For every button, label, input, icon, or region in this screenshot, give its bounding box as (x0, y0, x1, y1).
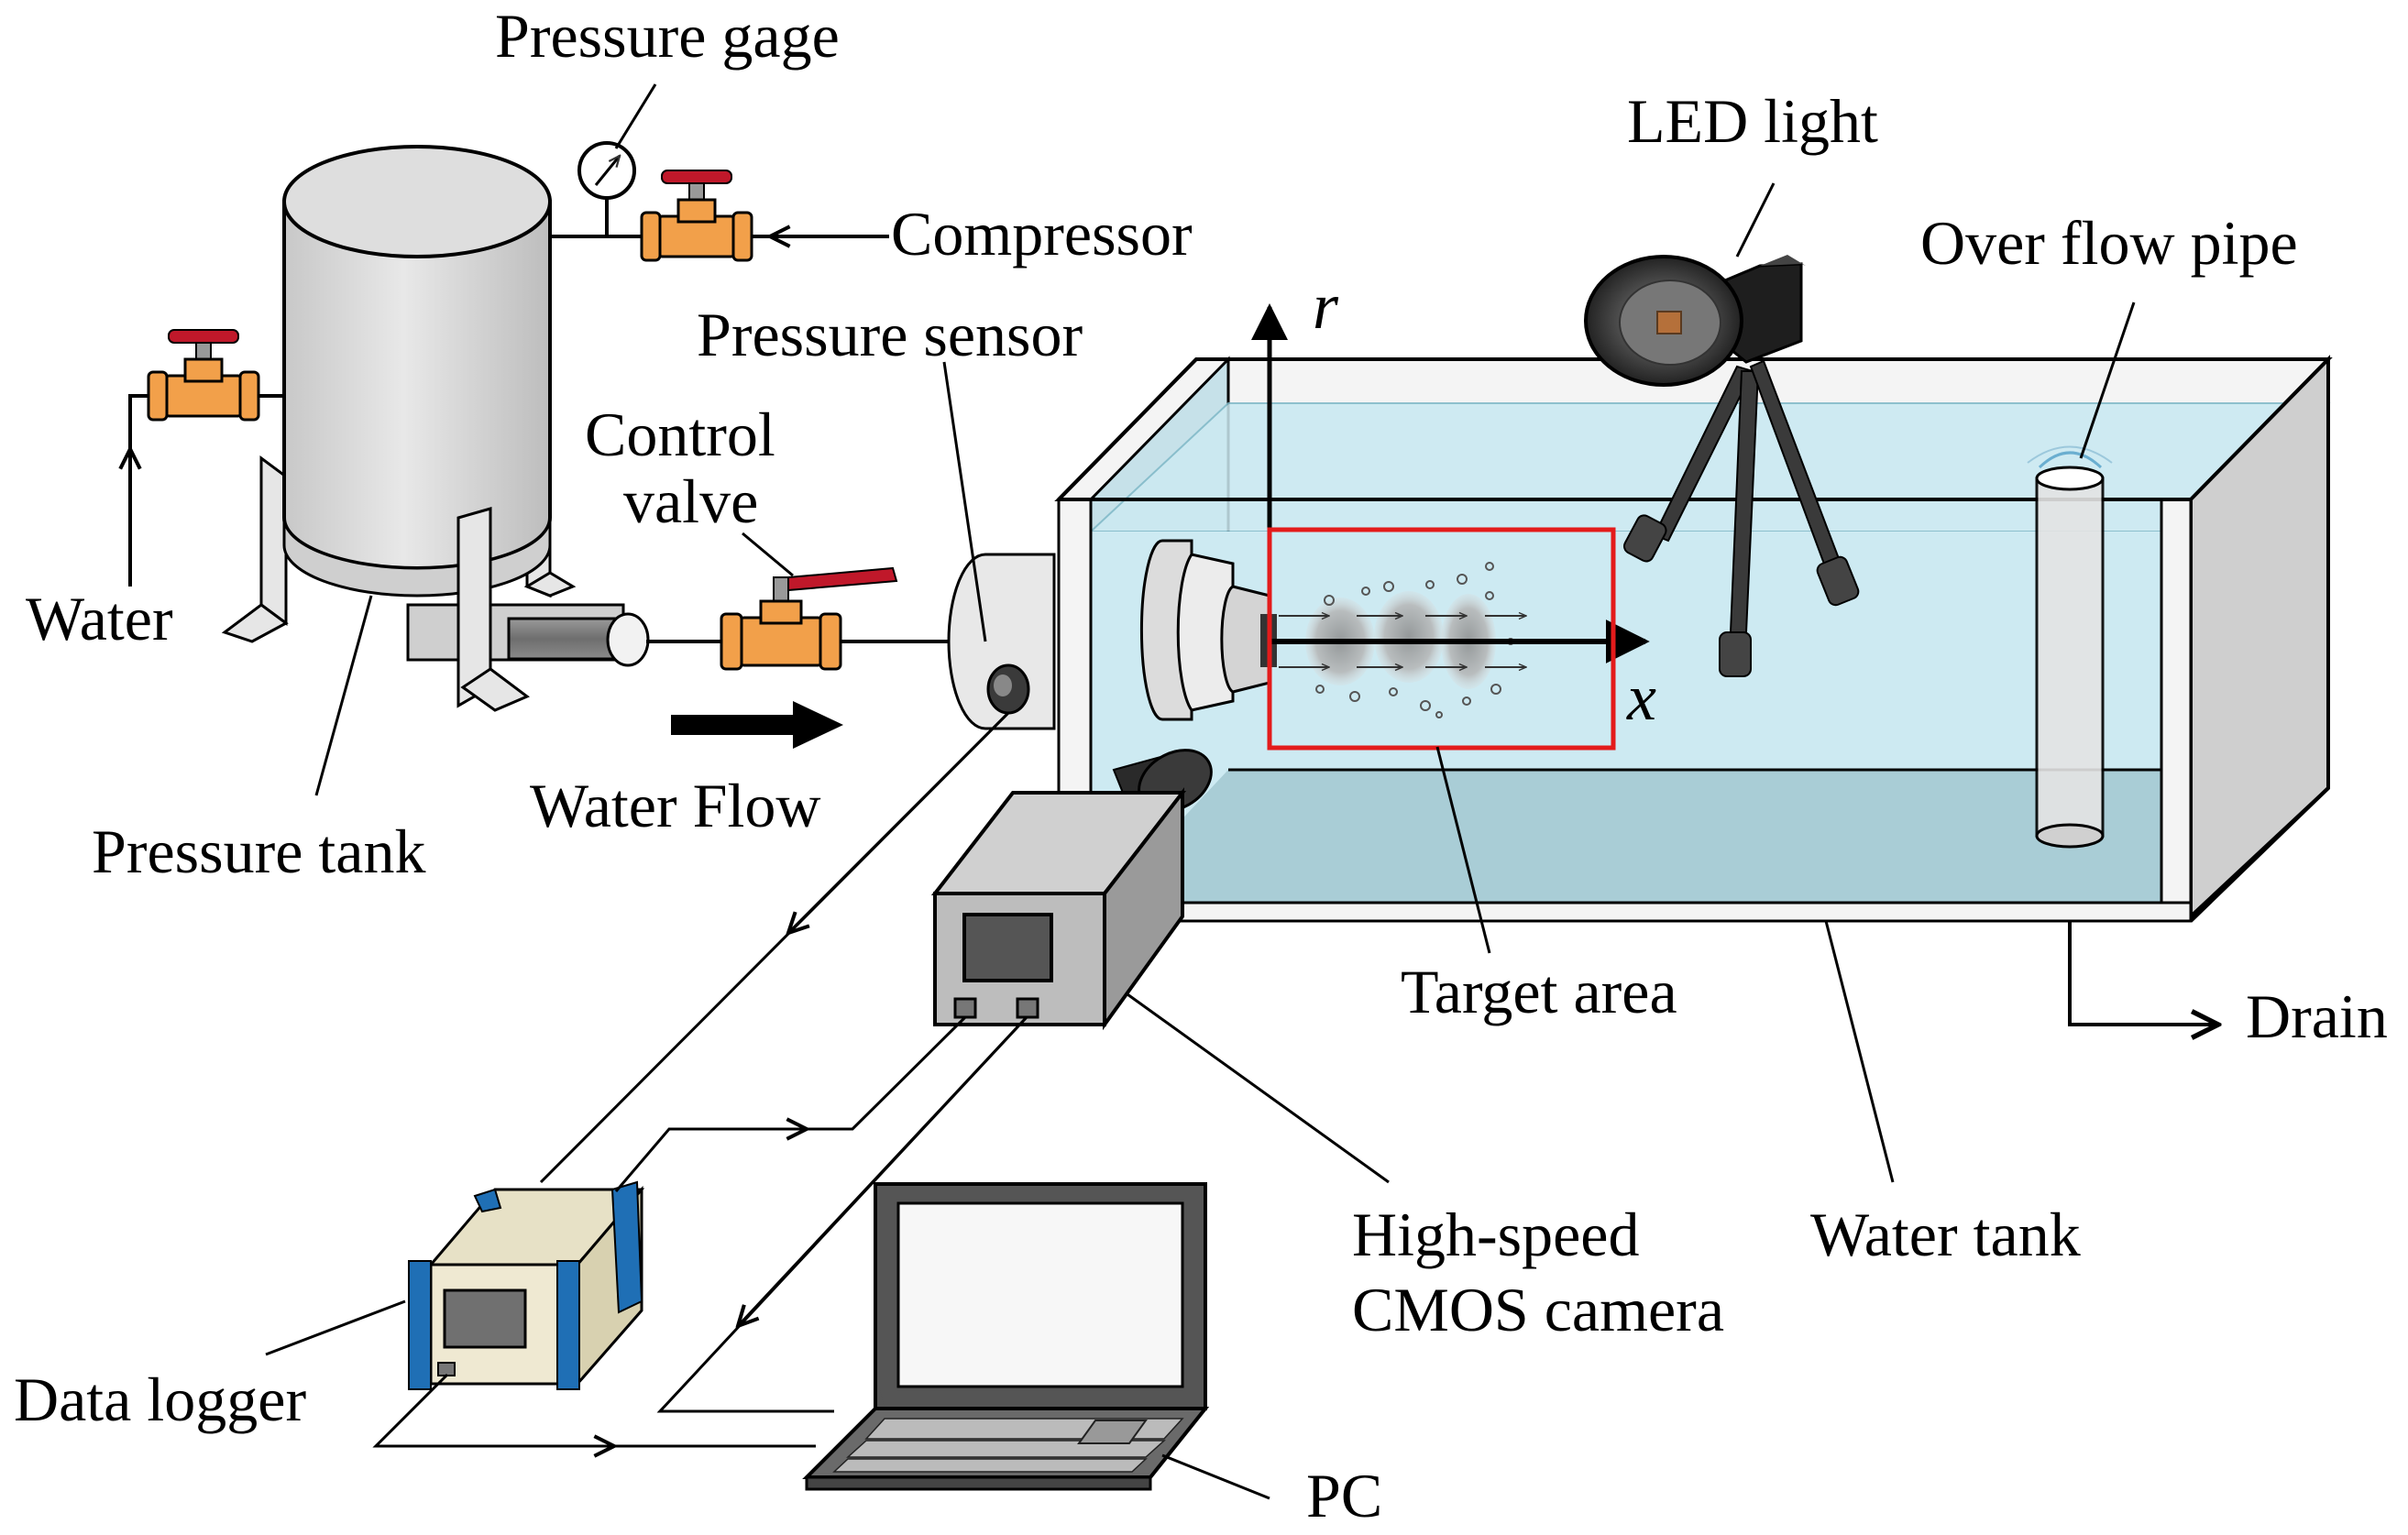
label-led-light: LED light (1627, 86, 1878, 156)
leader-lines (265, 83, 2136, 1500)
label-control-valve-2: valve (623, 466, 758, 536)
water-bottom (1091, 770, 2328, 916)
signal-wires (372, 711, 1028, 1446)
water-valve-icon (147, 329, 260, 422)
labels: Pressure gage LED light Compressor Over … (14, 1, 2388, 1530)
label-over-flow-pipe: Over flow pipe (1920, 208, 2298, 278)
label-camera-1: High-speed (1352, 1200, 1639, 1269)
tank-leg (221, 603, 289, 643)
control-valve-icon (720, 566, 898, 671)
tank-leg (523, 571, 577, 598)
pressure-gage (577, 141, 636, 200)
target-area-box (1267, 527, 1616, 751)
pc-laptop (802, 1182, 1210, 1491)
label-pc: PC (1306, 1461, 1382, 1530)
outlet-pipe-end (606, 612, 650, 667)
pressure-tank (130, 145, 889, 712)
overflow-pipe (2027, 445, 2113, 849)
label-water-flow: Water Flow (530, 771, 820, 840)
high-speed-camera (930, 749, 1213, 1031)
label-camera-2: CMOS camera (1352, 1275, 1724, 1344)
data-logger (408, 1180, 645, 1390)
label-pressure-gage: Pressure gage (495, 1, 840, 71)
label-data-logger: Data logger (14, 1365, 306, 1434)
pressure-sensor (947, 553, 1056, 730)
compressor-valve-icon (640, 170, 753, 262)
label-axis-x: x (1626, 661, 1656, 734)
tank-leg (259, 455, 288, 626)
tank-leg (460, 667, 530, 712)
label-water: Water (26, 584, 173, 653)
label-target-area: Target area (1401, 957, 1677, 1026)
label-pressure-sensor: Pressure sensor (697, 300, 1083, 369)
label-axis-r: r (1313, 269, 1339, 343)
outlet-pipe-dark (507, 617, 621, 661)
tank-top (282, 145, 552, 258)
label-pressure-tank: Pressure tank (92, 817, 425, 886)
water-flow-arrow (671, 701, 843, 749)
led-light (1584, 255, 1860, 677)
nozzle (1139, 539, 1277, 721)
label-compressor: Compressor (891, 199, 1193, 269)
label-control-valve-1: Control (585, 400, 775, 469)
label-drain: Drain (2246, 981, 2388, 1051)
label-water-tank: Water tank (1810, 1200, 2081, 1269)
